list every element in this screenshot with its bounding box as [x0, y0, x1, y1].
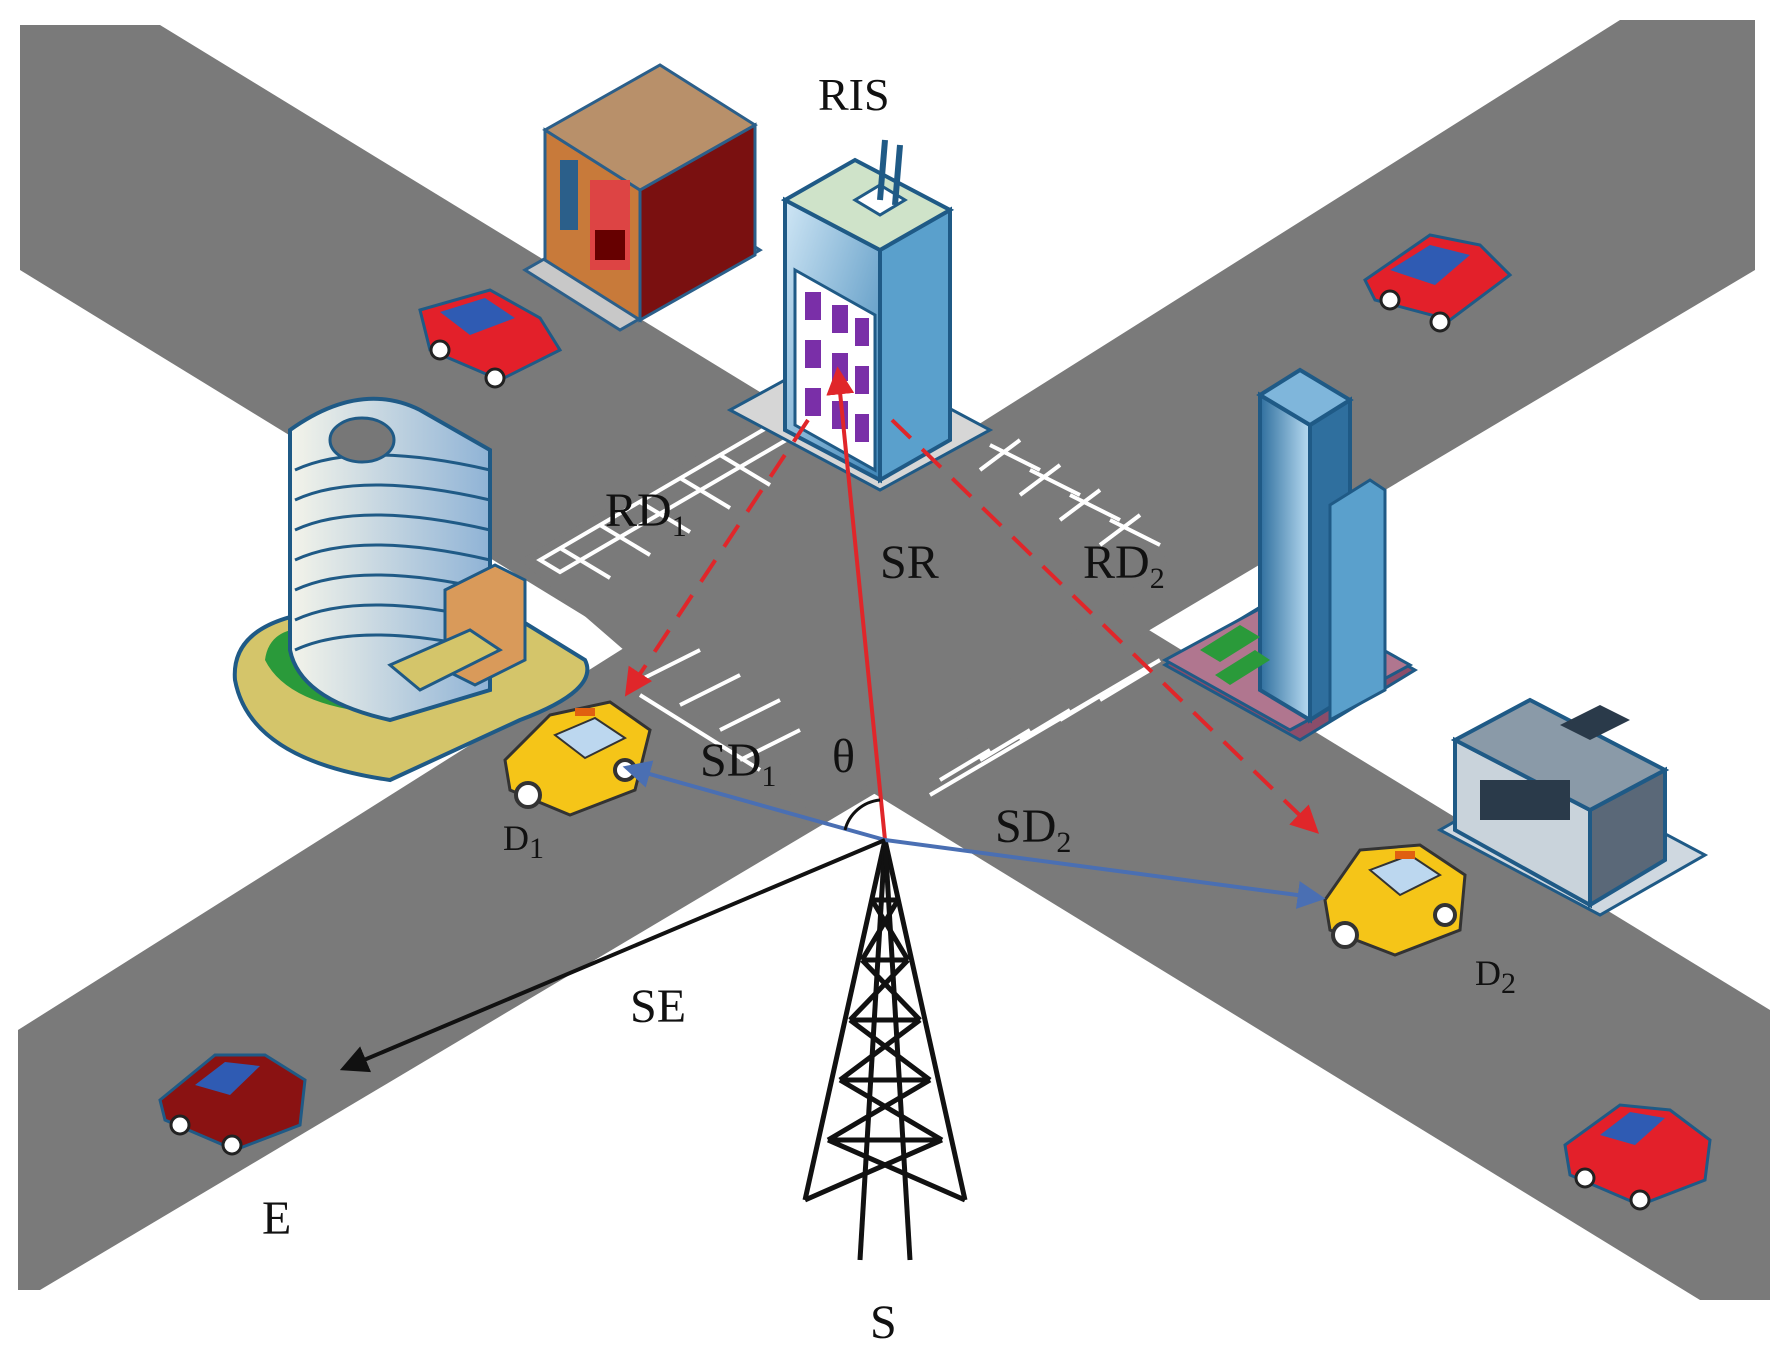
- diagram-labels: RIS SR RD1 RD2 SD1 θ SD2 D1 D2 SE E S: [262, 69, 1516, 1349]
- link-rd2: [890, 418, 1320, 834]
- car-icon: [158, 1053, 307, 1156]
- label-sd1-main: SD: [700, 734, 761, 787]
- link-sd1: [622, 760, 886, 842]
- label-sr: SR: [880, 536, 939, 589]
- label-se: SE: [630, 980, 686, 1033]
- label-rd1-sub: 1: [672, 510, 687, 543]
- link-rd1: [624, 418, 810, 697]
- label-rd1-main: RD: [605, 484, 672, 537]
- label-rd2: RD2: [1083, 536, 1165, 595]
- crosswalk-north-east: [978, 438, 1161, 547]
- theta-arc: [843, 798, 881, 831]
- round-office-building: [232, 396, 590, 783]
- crosswalk-south-east: [928, 658, 1162, 797]
- label-d2-main: D: [1475, 953, 1501, 993]
- label-sd2: SD2: [995, 800, 1071, 859]
- label-rd1: RD1: [605, 484, 687, 543]
- car-icon: [1363, 233, 1513, 333]
- crosswalk-south-west: [638, 648, 801, 772]
- label-sd1-sub: 1: [761, 760, 776, 793]
- label-s: S: [870, 1296, 897, 1349]
- fire-station-building: [522, 63, 763, 332]
- label-ris: RIS: [818, 69, 890, 120]
- ris-building-icon: [726, 139, 994, 492]
- signal-links: [339, 366, 1326, 1073]
- link-se: [339, 838, 886, 1073]
- label-theta: θ: [832, 730, 855, 783]
- label-e: E: [262, 1192, 291, 1245]
- car-icon: [418, 288, 563, 389]
- label-d1-sub: 1: [529, 832, 544, 865]
- taxi-icon: [1323, 843, 1467, 957]
- label-rd2-main: RD: [1083, 536, 1150, 589]
- label-d1-main: D: [503, 818, 529, 858]
- label-sd1: SD1: [700, 734, 776, 793]
- link-sr: [826, 366, 887, 841]
- label-rd2-sub: 2: [1150, 562, 1165, 595]
- link-sd2: [884, 838, 1326, 909]
- car-icon: [1563, 1103, 1712, 1211]
- label-d2: D2: [1475, 953, 1516, 1000]
- label-sd2-sub: 2: [1056, 826, 1071, 859]
- label-sd2-main: SD: [995, 800, 1056, 853]
- blue-skyscraper: [1161, 367, 1418, 742]
- crosswalks: [536, 417, 1162, 797]
- label-d2-sub: 2: [1501, 967, 1516, 1000]
- label-d1: D1: [503, 818, 544, 865]
- garage-building: [1436, 697, 1709, 917]
- transmission-tower-icon: [802, 839, 968, 1261]
